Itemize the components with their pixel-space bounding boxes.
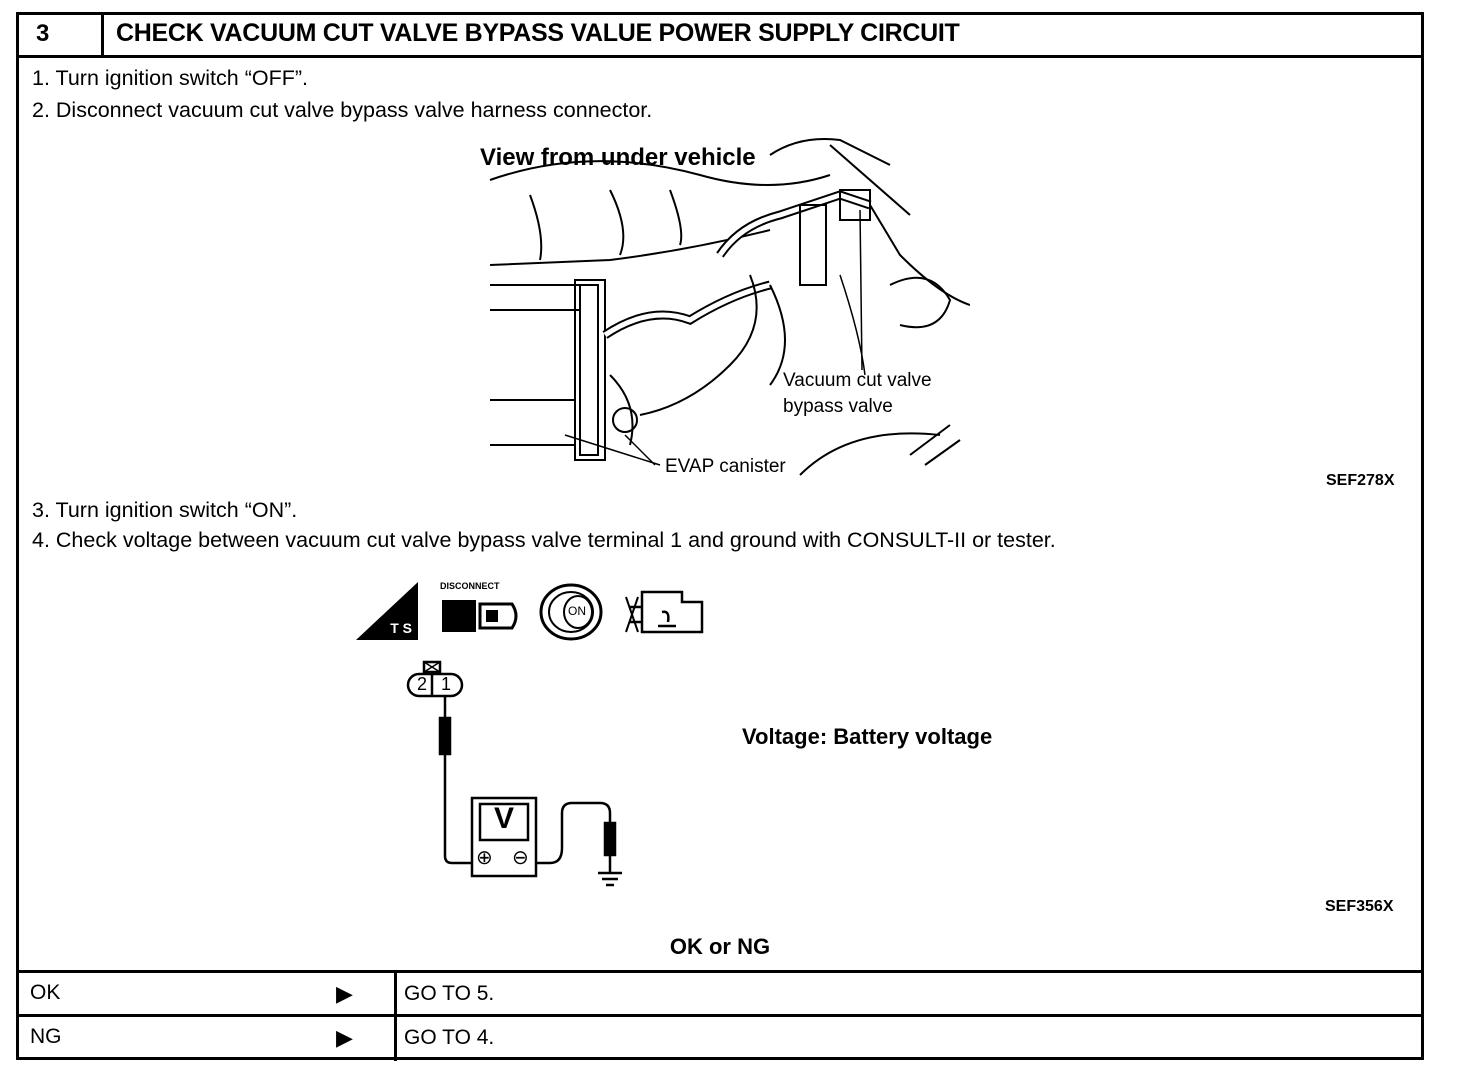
result-key: OK	[30, 981, 61, 1004]
meter-minus-icon: ⊖	[512, 847, 529, 869]
figure2-ref-code: SEF356X	[1325, 898, 1394, 915]
voltage-test-circuit	[406, 660, 622, 887]
result-action: GO TO 4.	[404, 1026, 495, 1049]
arrow-icon: ▶	[336, 1025, 353, 1050]
arrow-icon: ▶	[336, 981, 353, 1006]
step-number: 3	[16, 12, 104, 55]
step-title: CHECK VACUUM CUT VALVE BYPASS VALUE POWE…	[116, 19, 960, 47]
step-header: 3 CHECK VACUUM CUT VALVE BYPASS VALUE PO…	[16, 12, 1424, 58]
step-3: 3. Turn ignition switch “ON”.	[32, 498, 298, 522]
ignition-on-icon	[539, 583, 603, 641]
part-label-line1: Vacuum cut valve	[783, 370, 932, 391]
meter-plus-icon: ⊕	[476, 847, 493, 869]
disconnect-label: DISCONNECT	[440, 581, 500, 591]
voltage-spec: Voltage: Battery voltage	[742, 724, 993, 749]
engine-icon	[625, 590, 704, 634]
terminal-1: 1	[440, 674, 451, 694]
canister-label: EVAP canister	[665, 456, 786, 477]
procedure-frame	[16, 12, 1424, 1060]
result-row-ng: NG ▶ GO TO 4.	[16, 1014, 1424, 1061]
result-heading: OK or NG	[669, 934, 771, 959]
result-key: NG	[30, 1025, 62, 1048]
meter-label: V	[493, 802, 514, 835]
disconnect-icon	[442, 600, 518, 632]
step-4: 4. Check voltage between vacuum cut valv…	[32, 528, 1056, 552]
step-2: 2. Disconnect vacuum cut valve bypass va…	[32, 98, 653, 122]
step-1: 1. Turn ignition switch “OFF”.	[32, 66, 308, 90]
view-label: View from under vehicle	[480, 144, 756, 171]
part-label-line2: bypass valve	[783, 396, 893, 417]
ignition-on-label: ON	[568, 604, 586, 618]
terminal-2: 2	[416, 674, 427, 694]
figure1-ref-code: SEF278X	[1326, 472, 1395, 489]
ts-icon: T S	[356, 582, 418, 640]
result-action: GO TO 5.	[404, 982, 495, 1005]
result-row-ok: OK ▶ GO TO 5.	[16, 970, 1424, 1017]
engine-illustration	[489, 138, 970, 476]
